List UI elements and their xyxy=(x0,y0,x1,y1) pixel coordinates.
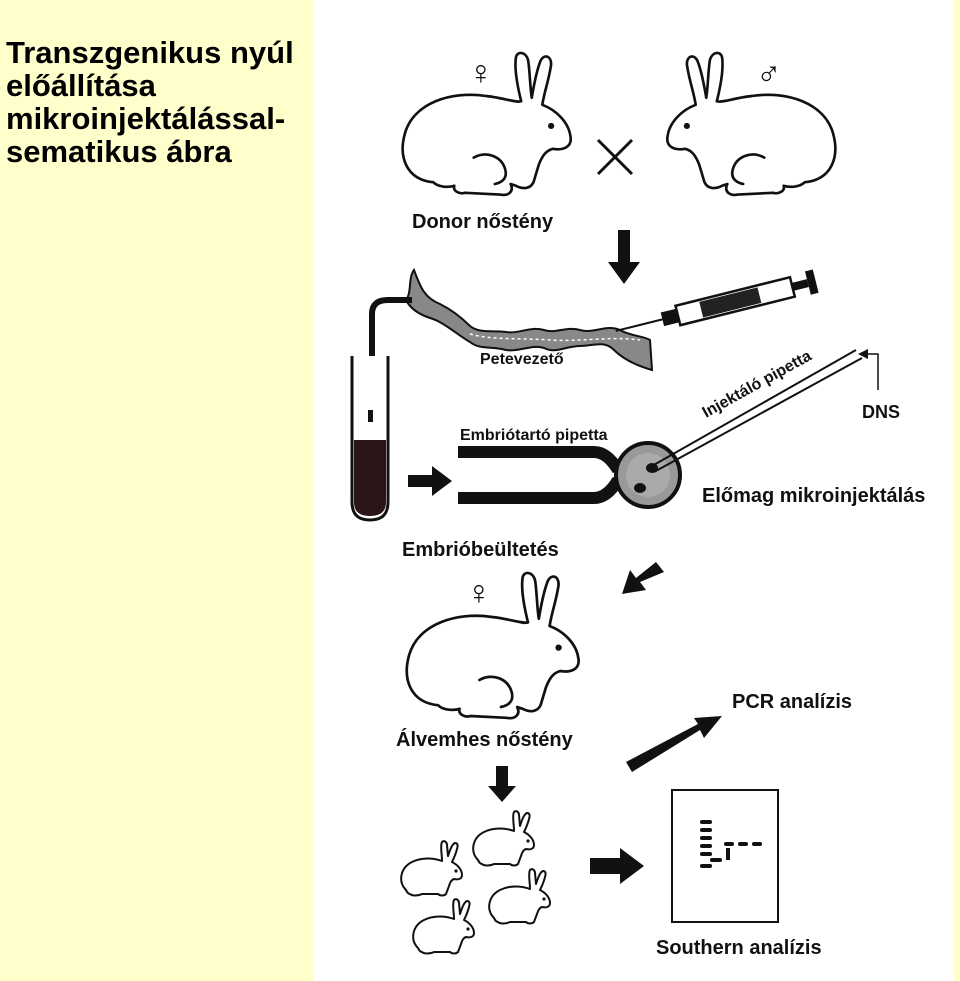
arrow-down-1 xyxy=(608,230,640,284)
holding-pipette-label: Embriótartó pipetta xyxy=(460,427,608,444)
arrow-to-southern xyxy=(590,848,644,884)
male-symbol: ♂ xyxy=(756,54,782,92)
offspring-rabbit-2 xyxy=(400,840,463,897)
title-line-3: mikroinjektálással- xyxy=(6,101,286,136)
female-symbol: ♀ xyxy=(468,54,494,92)
arrow-down-2 xyxy=(488,766,516,802)
offspring-rabbit-1 xyxy=(472,810,535,867)
dna-pointer xyxy=(858,349,879,390)
recipient-female-symbol: ♀ xyxy=(466,574,492,612)
offspring-rabbit-4 xyxy=(412,898,475,955)
title-line-2: előállítása xyxy=(6,68,156,103)
southern-analysis-label: Southern analízis xyxy=(656,937,822,959)
injection-pipette xyxy=(651,349,863,473)
southern-blot xyxy=(671,789,779,923)
test-tube xyxy=(350,356,390,522)
arrow-to-pcr xyxy=(626,716,722,772)
page-title: Transzgenikus nyúl előállítása mikroinje… xyxy=(6,36,311,168)
holding-pipette xyxy=(458,446,624,504)
oviduct-illustration xyxy=(404,267,654,372)
title-panel: Transzgenikus nyúl előállítása mikroinje… xyxy=(0,0,314,981)
injection-pipette-label: Injektáló pipetta xyxy=(700,348,815,422)
offspring-rabbit-3 xyxy=(488,868,551,925)
pronucleus-injection-label: Előmag mikroinjektálás xyxy=(702,485,925,507)
donor-female-label: Donor nőstény xyxy=(412,211,554,233)
male-rabbit xyxy=(665,51,837,197)
embryo xyxy=(614,441,682,509)
title-line-4: sematikus ábra xyxy=(6,134,232,169)
oviduct-label: Petevezető xyxy=(480,351,564,368)
pseudopregnant-female-label: Álvemhes nőstény xyxy=(396,728,574,751)
embryo-transfer-label: Embrióbeültetés xyxy=(402,539,559,561)
pseudopregnant-female-rabbit xyxy=(405,571,580,720)
cross-mark xyxy=(596,138,634,176)
right-margin-strip xyxy=(954,0,960,981)
dna-label: DNS xyxy=(862,402,900,422)
arrow-down-left xyxy=(622,562,664,594)
syringe xyxy=(615,269,819,332)
title-line-1: Transzgenikus nyúl xyxy=(6,35,294,70)
transfer-tubing xyxy=(369,297,412,420)
arrow-right-1 xyxy=(408,466,452,496)
pcr-analysis-label: PCR analízis xyxy=(732,691,852,713)
